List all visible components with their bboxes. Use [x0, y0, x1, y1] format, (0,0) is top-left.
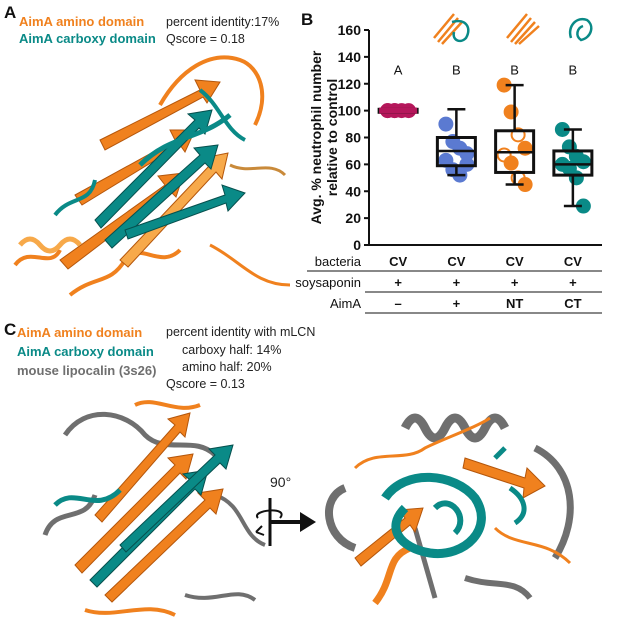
y-tick-label: 120 [338, 76, 362, 92]
rotation-arrow-icon [255, 498, 316, 546]
panel-a-carboxy-label: AimA carboxy domain [19, 31, 156, 46]
condition-row-label-soysaponin: soysaponin [295, 275, 361, 290]
y-tick-label: 60 [345, 156, 361, 172]
panel-c-amino-label: AimA amino domain [17, 325, 143, 340]
y-tick-label: 20 [345, 210, 361, 226]
y-tick-label: 40 [345, 183, 361, 199]
panel-c-left-overlay-structure [42, 400, 266, 617]
y-tick-label: 100 [338, 103, 362, 119]
condition-value-bacteria: CV [506, 254, 524, 269]
condition-value-bacteria: CV [389, 254, 407, 269]
data-point [438, 116, 454, 132]
condition-value-bacteria: CV [564, 254, 582, 269]
y-tick-label: 160 [338, 22, 362, 38]
panel-c-identity-title: percent identity with mLCN [166, 325, 316, 339]
significance-letter: B [569, 62, 578, 77]
panel-a-protein-structure [13, 55, 291, 297]
condition-value-soysaponin: + [511, 275, 519, 290]
rotation-label: 90° [270, 474, 292, 490]
data-point [503, 155, 519, 171]
y-tick-label: 0 [353, 237, 361, 253]
y-tick-label: 140 [338, 49, 362, 65]
condition-value-aima: NT [506, 296, 523, 311]
box [552, 149, 594, 177]
y-axis-label-line1: Avg. % neutrophil number [308, 50, 324, 224]
panel-c-carboxy-label: AimA carboxy domain [17, 344, 154, 359]
panel-a-identity: percent identity:17% [166, 15, 280, 29]
panel-c-qscore: Qscore = 0.13 [166, 377, 245, 391]
panel-c-amino-half: amino half: 20% [182, 360, 272, 374]
y-axis-label-line2: relative to control [324, 79, 340, 196]
significance-letter: A [394, 62, 403, 77]
panel-a-qscore: Qscore = 0.18 [166, 32, 245, 46]
data-point [575, 154, 591, 170]
panel-a-amino-label: AimA amino domain [19, 14, 145, 29]
panel-c-right-top-structure [325, 413, 574, 606]
condition-row-label-aima: AimA [330, 296, 361, 311]
thumbnail-ct-structure [568, 17, 593, 42]
panel-c-letter: C [4, 320, 17, 339]
y-tick-label: 80 [345, 130, 361, 146]
panel-c-mouse-label: mouse lipocalin (3s26) [17, 363, 157, 378]
thumbnail-full-structure [433, 13, 470, 45]
condition-value-soysaponin: + [394, 275, 402, 290]
condition-value-aima: – [395, 296, 402, 311]
thumbnail-nt-structure [506, 13, 540, 45]
condition-value-aima: CT [564, 296, 581, 311]
significance-letter: B [452, 62, 461, 77]
condition-value-bacteria: CV [447, 254, 465, 269]
panel-a-letter: A [4, 3, 17, 22]
panel-c-carboxy-half: carboxy half: 14% [182, 343, 282, 357]
significance-letter: B [510, 62, 519, 77]
condition-value-soysaponin: + [569, 275, 577, 290]
condition-value-aima: + [453, 296, 461, 311]
panel-b-letter: B [301, 10, 314, 29]
condition-value-soysaponin: + [453, 275, 461, 290]
condition-row-label-bacteria: bacteria [315, 254, 362, 269]
